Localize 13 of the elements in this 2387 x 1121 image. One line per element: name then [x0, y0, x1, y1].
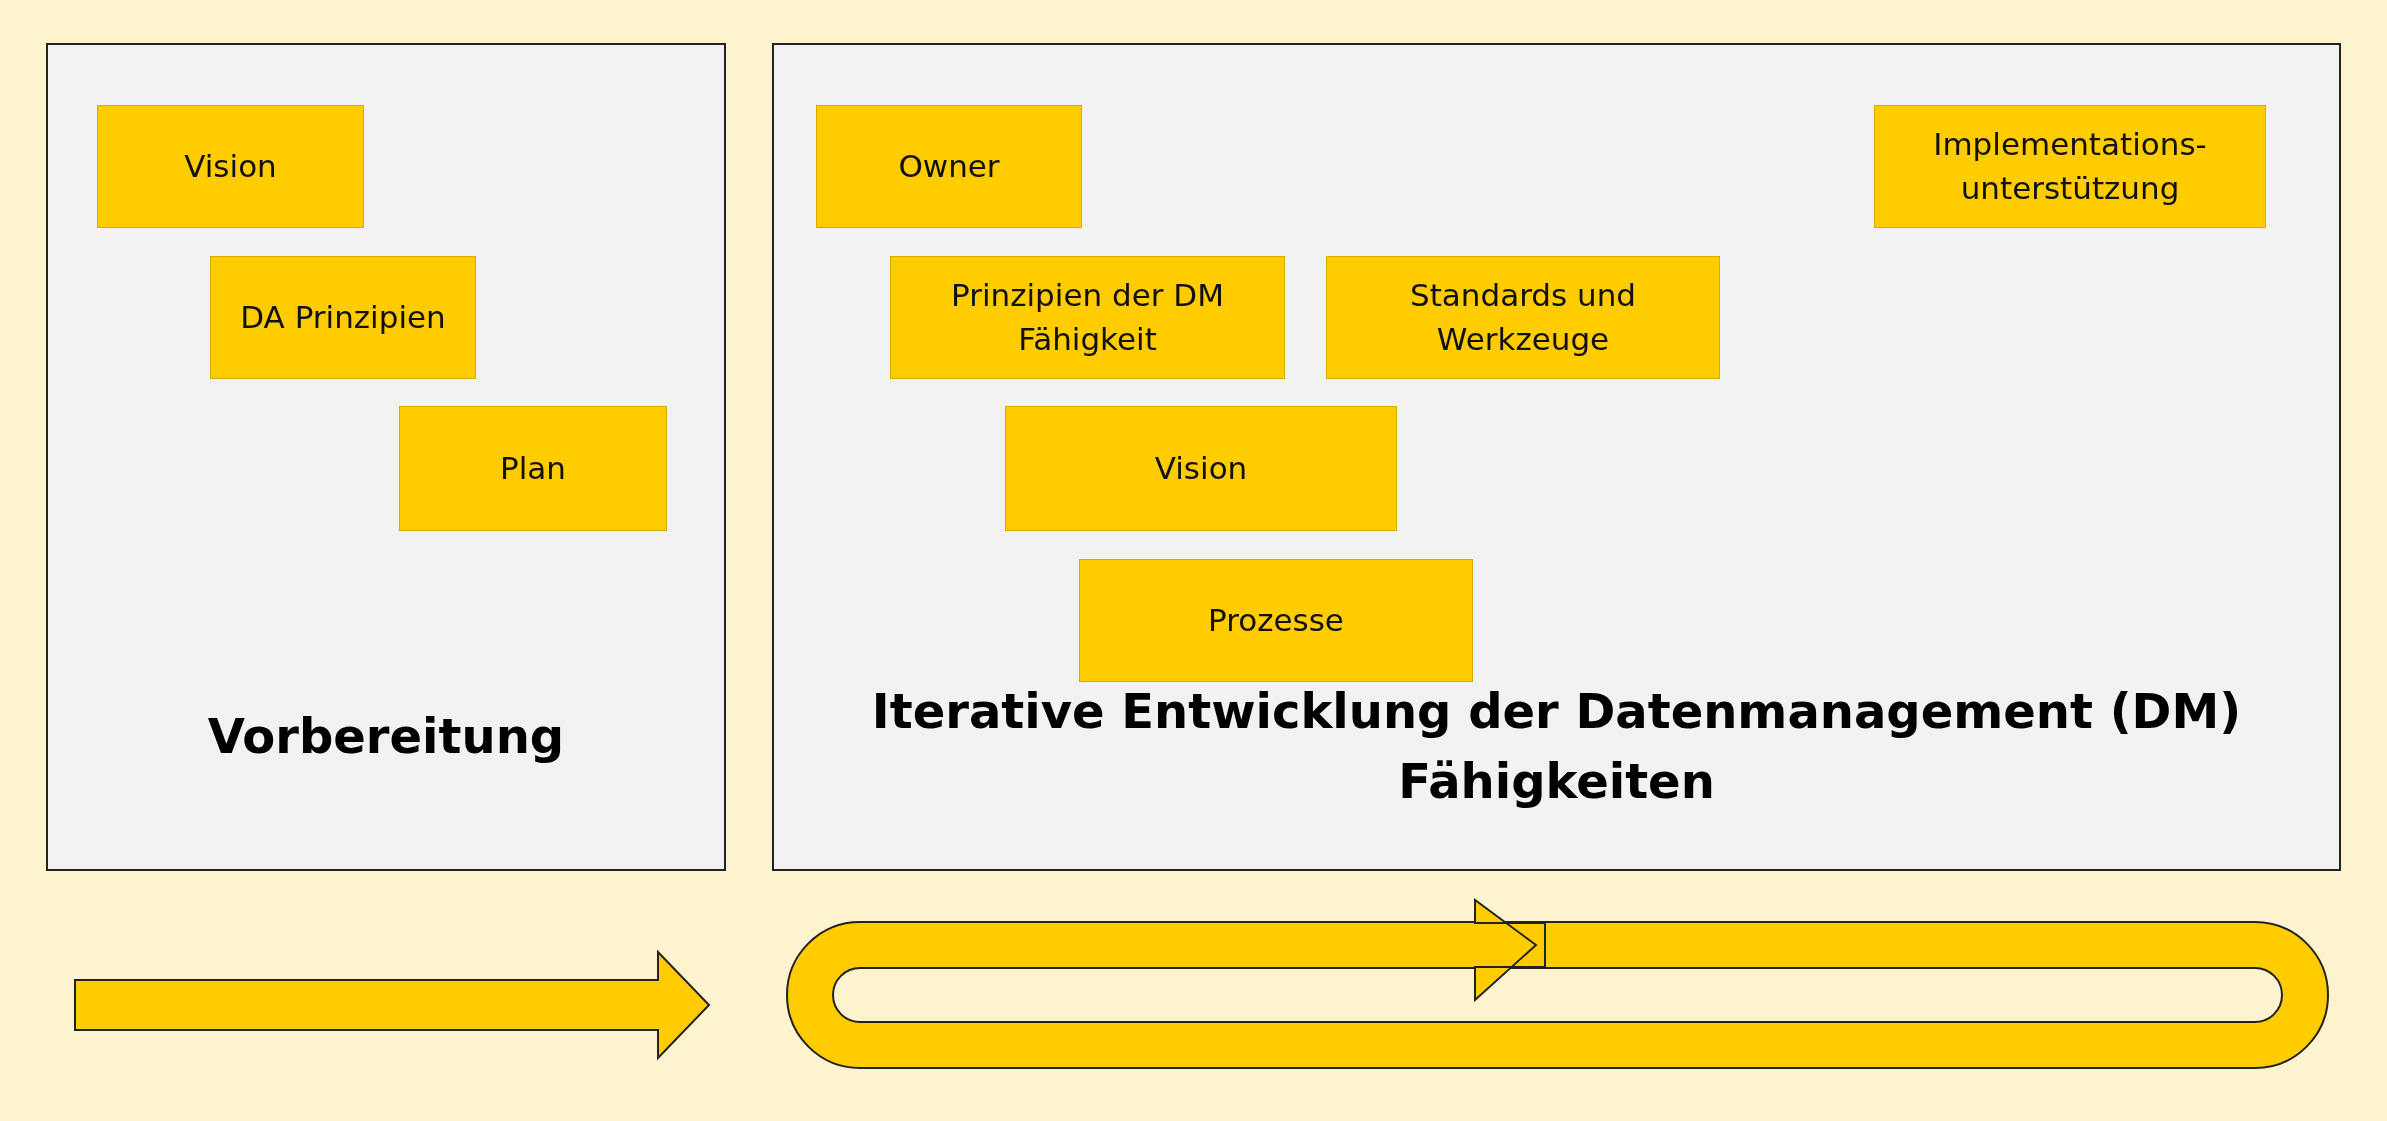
topic-box: Prinzipien der DM Fähigkeit	[890, 256, 1285, 379]
topic-box: Implementations- unterstützung	[1874, 105, 2266, 228]
phase-panel	[772, 43, 2341, 871]
phase-panel	[46, 43, 726, 871]
topic-box: Plan	[399, 406, 667, 531]
topic-box: Standards und Werkzeuge	[1326, 256, 1720, 379]
topic-box: Vision	[1005, 406, 1397, 531]
topic-box: Vision	[97, 105, 364, 228]
topic-box: Prozesse	[1079, 559, 1473, 682]
topic-box: DA Prinzipien	[210, 256, 476, 379]
topic-box: Owner	[816, 105, 1082, 228]
panel-title: Vorbereitung	[206, 707, 566, 766]
panel-title: Iterative Entwicklung der Datenmanagement (DM) Fähigkeiten	[870, 682, 2243, 811]
